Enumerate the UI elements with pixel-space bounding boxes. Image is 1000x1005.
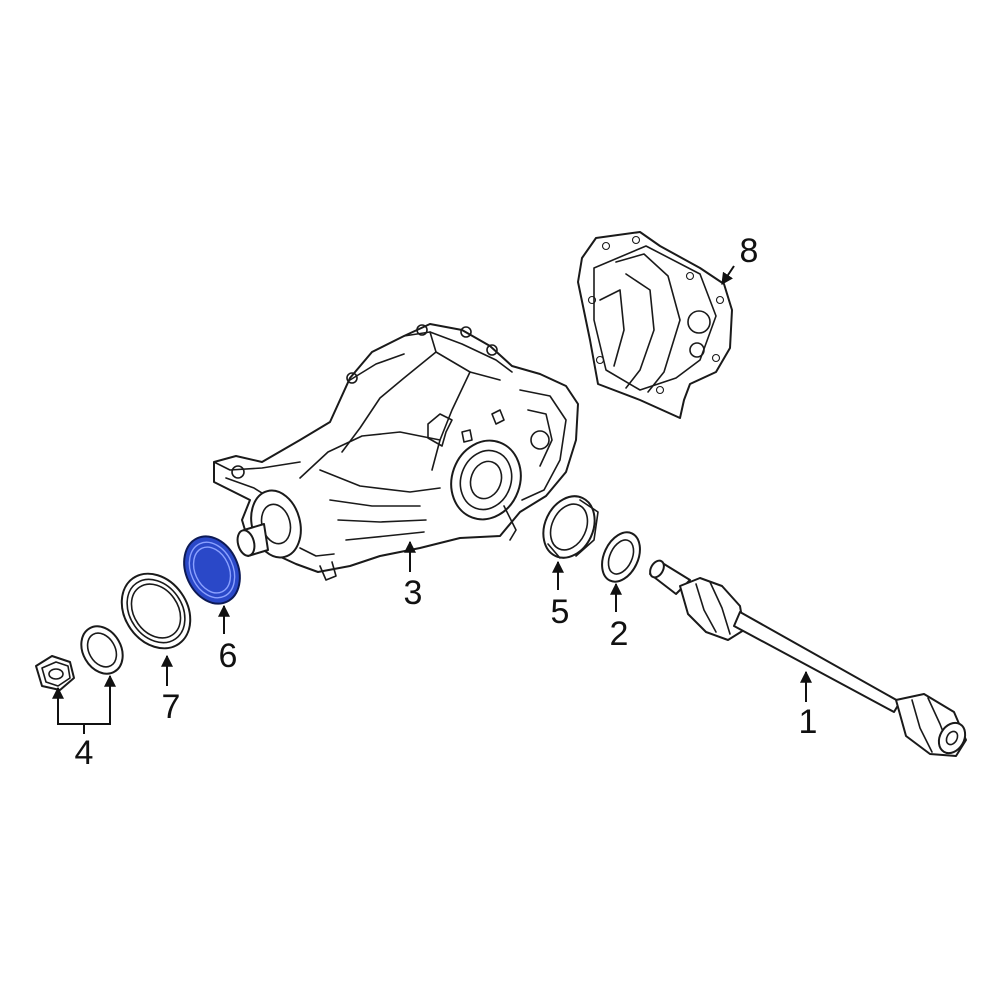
leader-8 bbox=[721, 265, 735, 285]
callout-6: 6 bbox=[219, 637, 238, 675]
part-5-seal[interactable] bbox=[534, 488, 605, 566]
callout-4: 4 bbox=[75, 734, 94, 772]
part-3-differential-housing[interactable] bbox=[213, 323, 579, 581]
part-6-seal-highlighted[interactable] bbox=[174, 527, 251, 612]
part-7-gasket-ring[interactable] bbox=[108, 560, 205, 661]
part-1-axle-shaft[interactable] bbox=[647, 558, 970, 758]
part-8-differential-cover[interactable] bbox=[577, 231, 733, 419]
callout-5: 5 bbox=[551, 593, 570, 631]
part-2-ring[interactable] bbox=[595, 526, 648, 587]
callout-3: 3 bbox=[404, 574, 423, 612]
callout-1: 1 bbox=[799, 703, 818, 741]
callout-leaders bbox=[52, 265, 812, 734]
callout-numbers: 8 3 6 7 5 2 1 4 bbox=[75, 232, 818, 772]
leader-4-bracket bbox=[57, 702, 111, 725]
part-4-nut-and-washer[interactable] bbox=[35, 619, 131, 691]
callout-7: 7 bbox=[162, 688, 181, 726]
callout-2: 2 bbox=[610, 615, 629, 653]
callout-8: 8 bbox=[740, 232, 759, 270]
